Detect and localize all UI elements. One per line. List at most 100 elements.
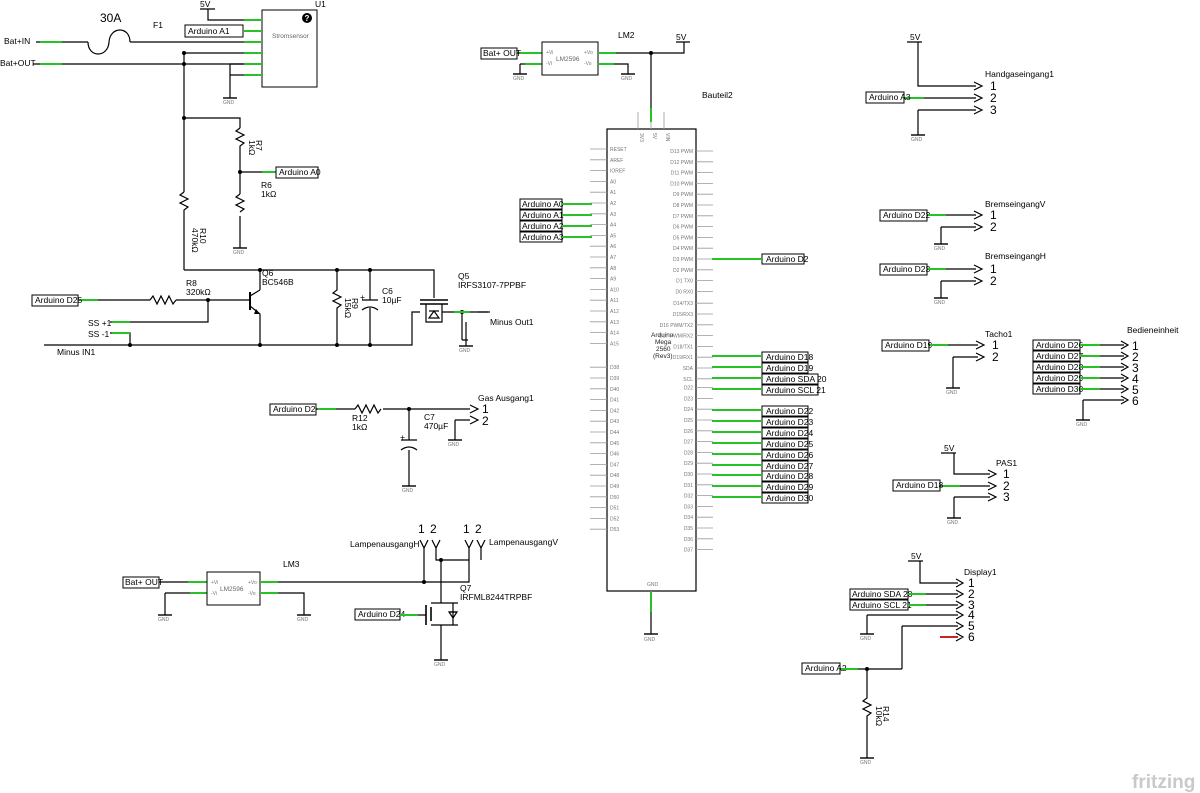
ss-minus-label: SS -1	[88, 329, 110, 339]
lm3-part: LM2596	[220, 586, 244, 593]
net-label-ctrl-d29[interactable]: Arduino D29	[1032, 372, 1084, 384]
svg-text:GND: GND	[402, 488, 414, 494]
svg-text:1: 1	[482, 402, 489, 416]
arduino-pin-label: D33	[684, 504, 693, 510]
arduino-pin-label: 3V3	[638, 133, 644, 142]
c6-value: 10µF	[382, 295, 402, 305]
net-label-d23[interactable]: Arduino D23	[761, 416, 814, 428]
svg-text:6: 6	[968, 630, 975, 644]
svg-text:Arduino D2: Arduino D2	[766, 254, 809, 264]
svg-text:Arduino D25: Arduino D25	[35, 295, 83, 305]
svg-text:1: 1	[968, 576, 975, 590]
net-label-d29[interactable]: Arduino D29	[761, 481, 814, 493]
q6-part: BC546B	[262, 277, 294, 287]
net-label-d27[interactable]: Arduino D27	[761, 460, 814, 472]
brake-h-connector: Arduino D23 GND BremseingangH 1 2	[879, 251, 1046, 306]
svg-text:Arduino D2: Arduino D2	[273, 404, 316, 414]
net-label-a2[interactable]: Arduino A2	[519, 220, 564, 232]
arduino-pin-label: D43	[610, 419, 619, 425]
r7-ref: R7	[254, 140, 264, 151]
net-label-arduino-d25-left[interactable]: Arduino D25	[31, 294, 83, 307]
net-label-d2[interactable]: Arduino D2	[761, 253, 809, 265]
svg-text:4: 4	[968, 608, 975, 622]
net-label-d19[interactable]: Arduino D19	[761, 362, 814, 374]
net-label-ctrl-d27[interactable]: Arduino D27	[1032, 350, 1084, 362]
net-label-handgas-a3[interactable]: Arduino A3	[865, 91, 911, 104]
arduino-pin-label: D25	[684, 418, 693, 424]
svg-text:+Vi: +Vi	[546, 50, 553, 56]
arduino-pin-label: D14/TX3	[673, 301, 693, 307]
net-label-d28[interactable]: Arduino D28	[761, 470, 814, 482]
net-label-pas-d18[interactable]: Arduino D18	[892, 479, 944, 492]
svg-text:Arduino D18: Arduino D18	[766, 352, 814, 362]
r12-ref: R12	[352, 413, 368, 423]
arduino-pin-label: AREF	[610, 158, 623, 164]
net-label-brake-d22[interactable]: Arduino D22	[879, 209, 931, 222]
net-label-scl[interactable]: Arduino SCL 21	[761, 384, 826, 396]
r6-value: 1kΩ	[261, 189, 276, 199]
svg-text:Arduino D29: Arduino D29	[1036, 373, 1084, 383]
arduino-pin-label: D48	[610, 473, 619, 479]
net-label-d18[interactable]: Arduino D18	[761, 351, 814, 363]
svg-text:PAS1: PAS1	[996, 458, 1017, 468]
arduino-pin-label: D4 PWM	[673, 246, 693, 252]
net-label-display-scl[interactable]: Arduino SCL 21	[849, 599, 912, 611]
arduino-pin-label: D52	[610, 516, 619, 522]
arduino-pin-label: D28	[684, 450, 693, 456]
net-label-display-sda[interactable]: Arduino SDA 20	[849, 588, 913, 600]
net-label-sda[interactable]: Arduino SDA 20	[761, 373, 827, 385]
net-label-a1[interactable]: Arduino A1	[519, 209, 564, 221]
svg-text:3: 3	[1132, 361, 1139, 375]
net-label-d22[interactable]: Arduino D22	[761, 405, 814, 417]
voltage-divider: GND R7 1kΩ R6 1kΩ R10 470kΩ Arduino A0	[178, 53, 321, 270]
arduino-pin-label: A2	[610, 201, 616, 207]
arduino-pin-label: D17 PWM/RX2	[659, 334, 693, 340]
arduino-pin-label: D31	[684, 483, 693, 489]
lm2-part: LM2596	[556, 56, 580, 63]
net-label-a3[interactable]: Arduino A3	[519, 231, 564, 243]
svg-text:3: 3	[1003, 490, 1010, 504]
net-label-d24[interactable]: Arduino D24	[761, 427, 814, 439]
arduino-pin-label: D0 RX0	[675, 289, 693, 295]
svg-text:Bat+ OUT: Bat+ OUT	[483, 48, 521, 58]
svg-text:BremseingangV: BremseingangV	[985, 199, 1046, 209]
arduino-pin-label: VIN	[664, 133, 670, 142]
arduino-pin-label: D50	[610, 495, 619, 501]
arduino-pin-label: D18/TX1	[673, 344, 693, 350]
bat-out-label: Bat+OUT	[0, 58, 36, 68]
net-label-bat-out-bottom[interactable]: Bat+ OUT	[122, 576, 163, 589]
net-label-d30[interactable]: Arduino D30	[761, 492, 814, 504]
arduino-pin-label: D22	[684, 386, 693, 392]
net-label-arduino-d2-left[interactable]: Arduino D2	[269, 403, 317, 416]
q5-ref: Q5	[458, 271, 470, 281]
svg-text:1: 1	[1132, 339, 1139, 353]
net-label-ctrl-d28[interactable]: Arduino D28	[1032, 361, 1084, 373]
arduino-pin-label: D41	[610, 398, 619, 404]
svg-text:Arduino D19: Arduino D19	[766, 363, 814, 373]
net-label-bat-out-top[interactable]: Bat+ OUT	[480, 47, 521, 60]
net-label-d26[interactable]: Arduino D26	[761, 449, 814, 461]
arduino-pin-label: D40	[610, 387, 619, 393]
net-label-arduino-a0[interactable]: Arduino A0	[275, 166, 321, 179]
svg-text:+Vi: +Vi	[211, 580, 218, 586]
net-label-d25[interactable]: Arduino D25	[761, 438, 814, 450]
arduino-pin-label: SCL	[683, 377, 693, 383]
svg-text:1: 1	[992, 338, 999, 352]
net-label-arduino-a1[interactable]: Arduino A1	[184, 24, 244, 38]
svg-text:5V: 5V	[944, 443, 955, 453]
net-label-ctrl-d30[interactable]: Arduino D30	[1032, 383, 1084, 395]
r10-value: 470kΩ	[190, 228, 200, 253]
net-label-brake-d23[interactable]: Arduino D23	[879, 263, 931, 276]
svg-text:2: 2	[990, 91, 997, 105]
arduino-pin-label: D24	[684, 407, 693, 413]
net-label-a0[interactable]: Arduino A0	[519, 198, 564, 210]
net-label-ctrl-d26[interactable]: Arduino D26	[1032, 339, 1084, 351]
arduino-pin-label: A1	[610, 190, 616, 196]
regulator-lm3: Bat+ OUT LM2596 +Vi -Vi +Vo -Vo GND GND …	[122, 559, 424, 623]
svg-text:-Vo: -Vo	[248, 591, 256, 597]
fritzing-logo: fritzing	[1132, 772, 1195, 793]
net-label-tacho-d19[interactable]: Arduino D19	[881, 339, 933, 352]
net-label-arduino-d24-lamp[interactable]: Arduino D24	[354, 608, 406, 621]
svg-text:+Vo: +Vo	[248, 580, 257, 586]
arduino-pin-label: D51	[610, 506, 619, 512]
